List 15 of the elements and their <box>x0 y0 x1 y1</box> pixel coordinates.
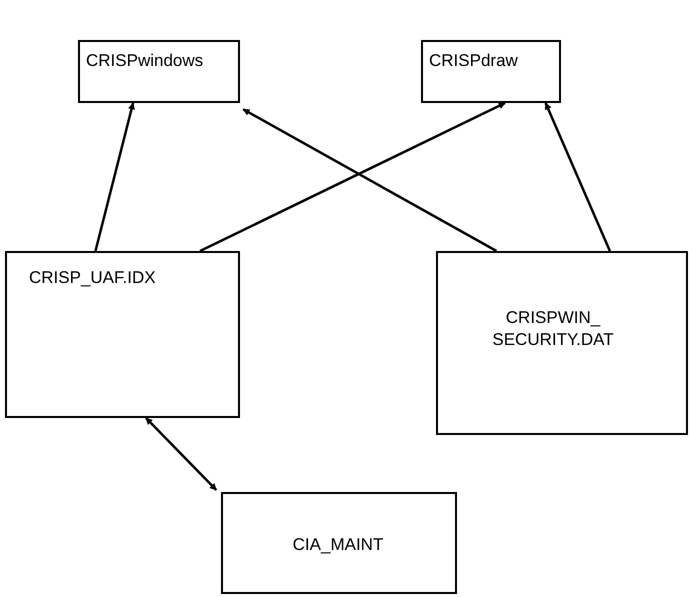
process-box <box>78 40 240 103</box>
arrow <box>242 108 498 252</box>
node-label: CIA_MAINT <box>292 534 384 556</box>
node-label: CRISPdraw <box>429 50 519 72</box>
node-label: CRISP_UAF.IDX <box>29 267 157 289</box>
process-box <box>221 492 457 594</box>
arrow <box>94 102 135 252</box>
node-label: CRISPWIN_ SECURITY.DAT <box>491 307 615 351</box>
arrow <box>200 102 506 252</box>
process-box <box>436 251 688 435</box>
arrow <box>145 417 218 491</box>
process-box <box>421 40 561 103</box>
node-label: CRISPwindows <box>86 50 204 72</box>
process-box <box>5 251 240 418</box>
arrow <box>544 102 612 252</box>
